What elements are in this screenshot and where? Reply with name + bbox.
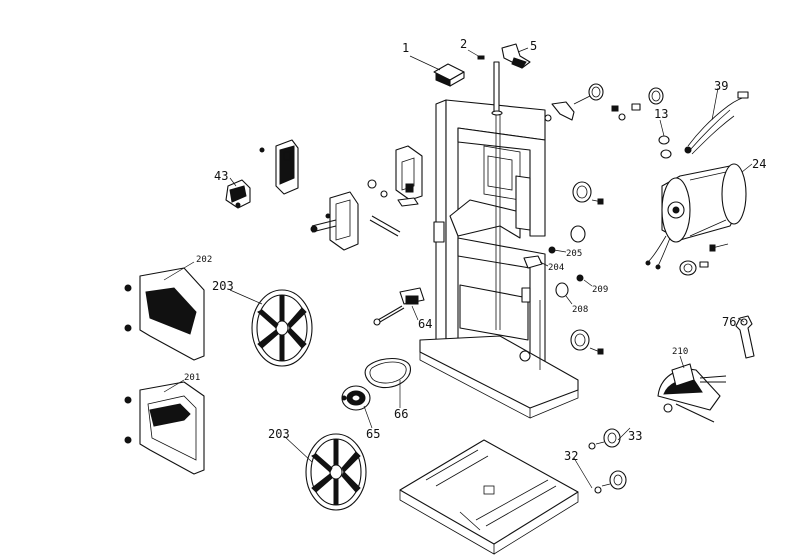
label-43: 43 [214,169,228,183]
label-64: 64 [418,317,432,331]
table-knobs [588,428,627,494]
middle-brackets [310,145,423,251]
label-32: 32 [564,449,578,463]
label-202: 202 [196,255,212,265]
lower-wheel [305,433,367,511]
pulley [341,385,371,411]
label-5: 5 [530,39,537,53]
label-76: 76 [722,315,736,329]
label-203-lower: 203 [268,427,290,441]
leader-lines [163,47,753,489]
label-1: 1 [402,41,409,55]
label-203-upper: 203 [212,279,234,293]
callout-labels: 1 2 5 39 13 24 43 202 203 205 204 209 20… [184,37,766,463]
upper-wheel [251,289,313,367]
label-201: 201 [184,373,200,383]
label-24: 24 [752,157,766,171]
top-parts [433,43,531,116]
label-208: 208 [572,305,588,315]
main-frame [419,99,579,419]
label-2: 2 [460,37,467,51]
guide-bearings [523,181,604,355]
lower-wheel-cover [124,381,205,475]
label-33: 33 [628,429,642,443]
motor [645,163,747,276]
label-65: 65 [366,427,380,441]
drive-belt [364,357,411,388]
guide-rod [373,287,425,326]
upper-knobs [544,83,672,159]
power-cable [684,91,749,155]
label-205: 205 [566,249,582,259]
label-66: 66 [394,407,408,421]
label-13: 13 [654,107,668,121]
switch-parts [225,139,299,209]
miter-gauge [657,363,727,423]
skil-logo: SKIL [47,383,77,405]
label-204: 204 [548,263,564,273]
work-table [399,439,579,555]
wrench [735,315,755,359]
label-210: 210 [672,347,688,357]
label-39: 39 [714,79,728,93]
label-209: 209 [592,285,608,295]
